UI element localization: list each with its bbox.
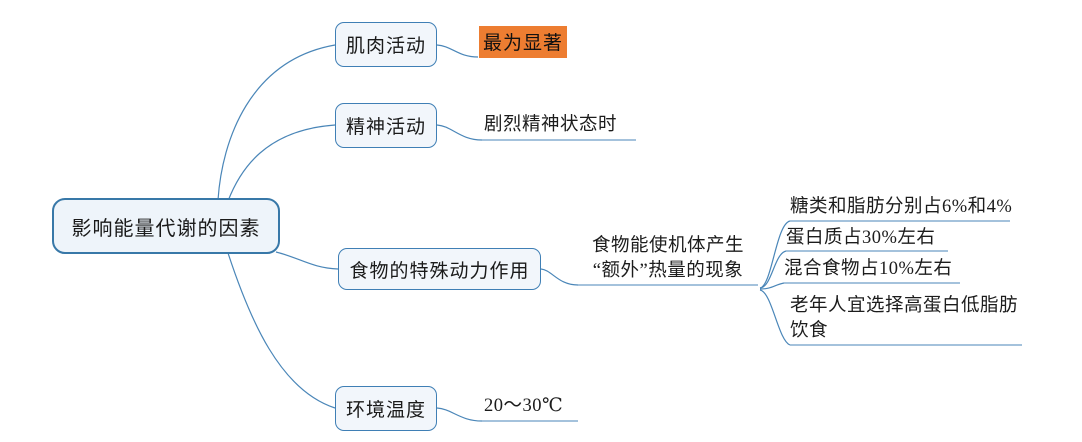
connector-food-sub-3: [759, 282, 785, 290]
leaf-muscle-highlight-text: 最为显著: [483, 33, 564, 54]
branch-node-muscle-label: 肌肉活动: [345, 36, 426, 57]
leaf-food-sub-carbs-fat: 糖类和脂肪分别占6%和4%: [790, 197, 1013, 217]
connector-root-to-food: [275, 251, 339, 270]
connector-food-sub-2: [759, 250, 787, 289]
branch-node-mental-label: 精神活动: [345, 117, 426, 138]
connector-temperature-to-leaf: [436, 407, 483, 422]
root-node-label: 影响能量代谢的因素: [71, 217, 261, 240]
leaf-mental-text: 剧烈精神状态时: [484, 115, 618, 135]
leaf-food-sub-elderly: 老年人宜选择高蛋白低脂肪 饮食: [790, 296, 1019, 341]
connector-food-sub-4: [759, 289, 791, 346]
connector-muscle-to-leaf: [436, 44, 479, 58]
branch-node-temperature[interactable]: 环境温度: [335, 386, 437, 431]
connector-root-to-muscle: [217, 44, 336, 201]
connector-root-to-mental: [227, 124, 336, 202]
leaf-food-sub-mixed: 混合食物占10%左右: [784, 259, 953, 279]
branch-node-muscle[interactable]: 肌肉活动: [335, 22, 437, 67]
connector-root-to-temperature: [227, 252, 336, 409]
leaf-temperature-range: 20～30℃: [484, 396, 564, 416]
branch-node-temperature-label: 环境温度: [345, 400, 426, 421]
branch-node-food[interactable]: 食物的特殊动力作用: [338, 248, 541, 290]
leaf-food-description: 食物能使机体产生 “额外”热量的现象: [591, 236, 744, 281]
leaf-food-sub-protein: 蛋白质占30%左右: [786, 228, 936, 248]
root-node[interactable]: 影响能量代谢的因素: [52, 198, 280, 254]
connector-mental-to-leaf: [436, 124, 483, 141]
branch-node-food-label: 食物的特殊动力作用: [349, 260, 530, 282]
leaf-muscle-highlight: 最为显著: [479, 26, 568, 58]
connector-food-to-leaf: [540, 268, 579, 286]
branch-node-mental[interactable]: 精神活动: [335, 103, 437, 148]
